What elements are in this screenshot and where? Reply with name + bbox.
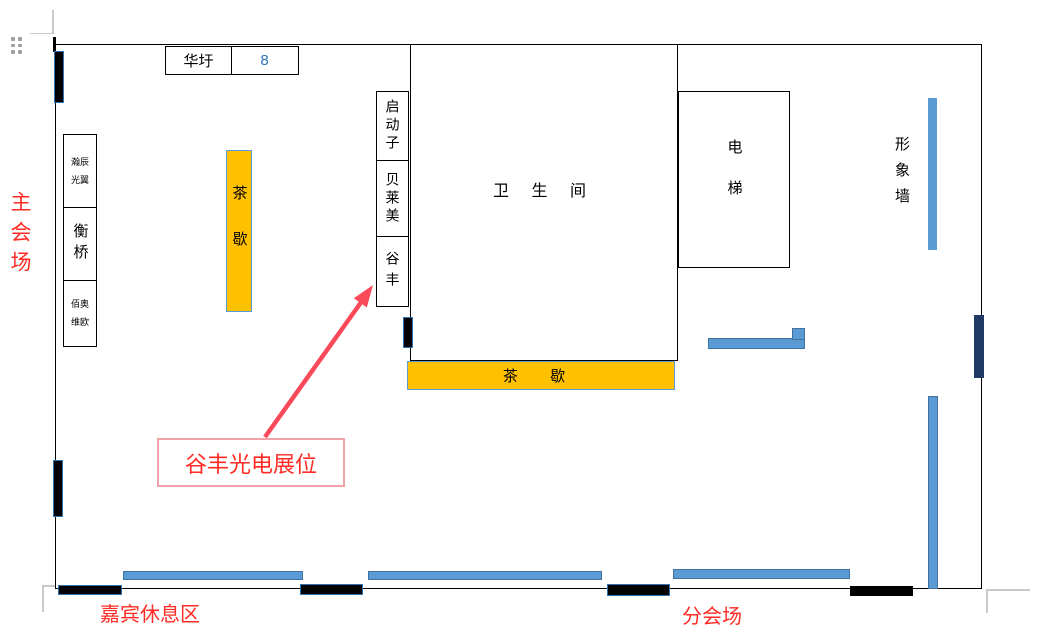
corner-mark-bottom-left <box>42 585 56 587</box>
corner-mark-bottom-right <box>986 589 1030 591</box>
top-box-number-cell: 8 <box>230 46 299 75</box>
gufeng-booth-callout: 谷丰光电展位 <box>157 438 345 487</box>
right-partition-bar <box>928 396 938 589</box>
booth-label: 衡桥 <box>71 223 89 265</box>
booth-beilaimei: 贝莱美 <box>376 159 409 238</box>
booth-label: 佰奥 <box>70 299 89 309</box>
corner-mark-top-left <box>52 10 54 34</box>
door-marker <box>58 585 122 595</box>
booth-label: 光翼 <box>70 174 89 185</box>
door-marker <box>607 584 670 596</box>
door-marker <box>54 51 64 103</box>
restroom-room: 卫 生 间 <box>410 44 678 361</box>
restroom-label: 卫 生 间 <box>493 182 595 200</box>
door-marker <box>403 317 413 348</box>
branch-venue-label: 分会场 <box>682 606 742 628</box>
wall-tick <box>53 37 56 52</box>
booth-label: 维欧 <box>70 317 89 327</box>
booth-hanchen-guangyi: 瀚辰 光翼 <box>63 134 97 208</box>
image-wall-bar <box>928 98 937 250</box>
door-marker <box>300 584 363 595</box>
tea-break-label: 茶 歇 <box>502 368 580 385</box>
bench-bar-notch <box>792 328 805 340</box>
elevator-room: 电梯 <box>678 91 790 268</box>
bottom-bench-bar <box>368 571 602 580</box>
drag-grip-icon[interactable] <box>11 37 22 54</box>
gufeng-arrow <box>263 285 373 439</box>
tea-break-bar-vertical: 茶歇 <box>226 150 252 312</box>
corner-mark-bottom-right <box>986 589 988 613</box>
main-venue-label: 主会场 <box>8 191 31 281</box>
image-wall-label: 形象墙 <box>893 136 910 214</box>
door-marker <box>53 460 63 517</box>
bottom-bench-bar <box>123 571 303 580</box>
corner-mark-top-left <box>30 32 53 34</box>
bench-bar <box>708 338 805 349</box>
booth-label: 启动子 <box>384 99 401 153</box>
door-marker <box>850 586 913 596</box>
bottom-bench-bar <box>673 569 850 579</box>
booth-hengqiao: 衡桥 <box>63 206 97 282</box>
booth-label: 谷丰 <box>384 250 401 293</box>
gufeng-booth-callout-label: 谷丰光电展位 <box>184 451 317 477</box>
top-box-name-cell: 华圩 <box>165 46 232 75</box>
elevator-label: 电梯 <box>725 138 743 221</box>
tea-break-label: 茶歇 <box>230 185 248 277</box>
booth-label: 贝莱美 <box>384 171 401 226</box>
booth-gufeng: 谷丰 <box>376 236 409 307</box>
booth-label: 瀚辰 <box>70 156 89 167</box>
booth-qidongzi: 启动子 <box>376 91 409 161</box>
booth-baiao-weiou: 佰奥 维欧 <box>63 280 97 347</box>
tea-break-bar-horizontal: 茶 歇 <box>407 361 675 390</box>
corner-mark-bottom-left <box>42 585 44 612</box>
door-marker <box>974 315 984 378</box>
guest-rest-area-label: 嘉宾休息区 <box>100 604 200 626</box>
